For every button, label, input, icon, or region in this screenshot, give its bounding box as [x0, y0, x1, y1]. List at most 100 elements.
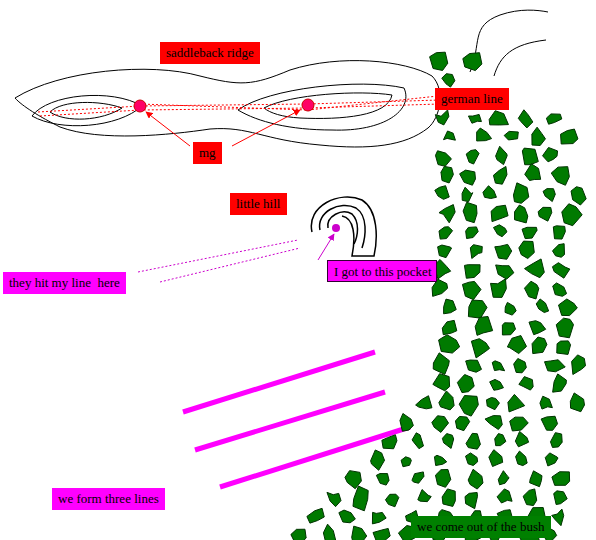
bush-tree [495, 434, 506, 446]
bush-tree [493, 225, 506, 237]
terrain-label: german line [435, 88, 509, 110]
bush-tree [442, 434, 453, 449]
bush-tree [373, 528, 390, 540]
bush-tree [465, 493, 477, 509]
bush-tree [466, 227, 479, 239]
bush-tree [477, 128, 492, 141]
bush-tree [457, 375, 474, 393]
bush-tree [400, 413, 413, 431]
bush-tree [496, 265, 514, 279]
label-text: we form three lines [58, 491, 159, 507]
bush-tree [430, 52, 448, 70]
bush-tree [519, 241, 534, 258]
bush-tree [459, 396, 478, 417]
bush-tree [468, 114, 481, 123]
troop-lines [183, 352, 410, 487]
label-text: we come out of the bush [417, 519, 545, 535]
bush-tree [491, 279, 507, 298]
label-text: saddleback ridge [166, 45, 254, 61]
bush-tree [519, 377, 533, 390]
bush-tree [524, 281, 538, 299]
bush-tree [553, 226, 565, 239]
bush-tree [507, 336, 526, 354]
bush-tree [552, 509, 564, 526]
bush-tree [572, 355, 586, 375]
bush-tree [552, 472, 570, 486]
bush-tree [505, 302, 516, 315]
bush-tree [546, 114, 561, 124]
bush-tree [432, 416, 449, 433]
bush-tree [554, 491, 568, 505]
label-text: mg [199, 145, 216, 161]
bush-tree [515, 205, 528, 223]
bush-tree [522, 148, 538, 165]
bush-tree [439, 335, 460, 353]
bush-tree [489, 111, 508, 125]
bush-tree [529, 321, 546, 335]
bush-tree [490, 379, 504, 390]
bush-tree [463, 53, 482, 71]
bush-tree [385, 494, 398, 507]
bush-tree [493, 166, 507, 184]
bush-tree [412, 433, 423, 449]
bush-tree [444, 299, 457, 314]
pocket-marker [332, 224, 340, 232]
bush-tree [541, 416, 557, 430]
bush-tree [556, 318, 573, 338]
ridge-contours [15, 10, 548, 147]
bush-tree [515, 431, 528, 446]
bush-tree [553, 283, 567, 296]
bush-tree [307, 508, 324, 523]
bush-tree [543, 189, 555, 202]
bush-tree [514, 358, 527, 372]
bush-tree [525, 164, 541, 181]
bush-tree [491, 205, 508, 221]
bush-tree [496, 146, 508, 164]
bush-tree [443, 131, 455, 140]
bush-tree [571, 187, 586, 205]
bush-tree [468, 300, 487, 318]
bush-tree [510, 417, 529, 431]
bush-tree [418, 490, 431, 502]
bush-tree [434, 455, 446, 465]
bush-tree [562, 204, 582, 226]
bush-tree [498, 471, 509, 485]
bush-tree [439, 205, 455, 223]
bush-tree [557, 341, 571, 355]
bush-tree [540, 396, 552, 409]
bush-tree [435, 151, 451, 167]
bush-tree [545, 453, 558, 466]
bush-tree [551, 167, 569, 186]
action-note: we form three lines [52, 488, 165, 510]
bush-tree [371, 450, 385, 470]
bush-tree [489, 450, 503, 467]
bush-tree [486, 398, 499, 410]
bush-tree [471, 339, 489, 358]
bush-tree [466, 453, 478, 466]
bush-tree [518, 110, 533, 128]
bush-tree [466, 360, 482, 372]
bush-tree [460, 170, 476, 185]
bush-tree [462, 281, 481, 299]
bush-tree [416, 396, 432, 409]
bush-tree [543, 147, 558, 161]
bush-tree [433, 374, 450, 391]
bush-tree [352, 526, 367, 540]
bush-tree [463, 202, 477, 222]
attack-lines [138, 240, 300, 282]
bush-tree [442, 320, 456, 334]
bush-tree [553, 374, 567, 392]
bush-tree [532, 337, 547, 354]
bush-tree [339, 510, 355, 523]
bush-tree [435, 186, 449, 200]
label-text: german line [441, 91, 503, 107]
bush-tree [435, 110, 449, 125]
action-note: I got to this pocket [327, 260, 437, 282]
bush-tree [464, 265, 480, 279]
bush-tree [401, 457, 411, 467]
bush-tree [372, 512, 386, 524]
mg-pointers [146, 110, 300, 146]
action-note: we come out of the bush [411, 516, 551, 538]
bush-tree [466, 433, 480, 449]
